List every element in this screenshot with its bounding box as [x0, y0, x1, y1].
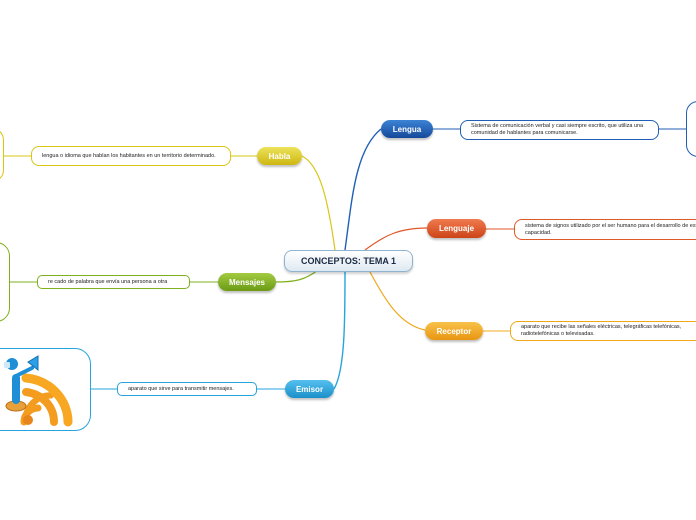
branch-node-emisor[interactable]: Emisor — [285, 380, 334, 398]
branch-node-lengua[interactable]: Lengua — [381, 120, 433, 138]
connector-lengua — [345, 129, 381, 250]
partial-node-left-mensajes — [0, 242, 10, 322]
branch-node-receptor[interactable]: Receptor — [425, 322, 483, 340]
branch-label-emisor: Emisor — [296, 385, 323, 394]
connector-receptor — [370, 272, 425, 330]
branch-label-lengua: Lengua — [393, 125, 421, 134]
connector-emisor — [334, 272, 345, 389]
branch-node-mensajes[interactable]: Mensajes — [218, 273, 276, 291]
desc-habla[interactable]: lengua o idioma que hablan los habitante… — [31, 146, 231, 166]
desc-emisor-text: aparato que sirve para transmitir mensaj… — [128, 386, 234, 393]
desc-mensajes[interactable]: re cado de palabra que envía una persona… — [37, 275, 190, 289]
connector-habla — [302, 156, 335, 250]
desc-mensajes-text: re cado de palabra que envía una persona… — [48, 279, 167, 286]
desc-lenguaje[interactable]: sistema de signos utilizado por el ser h… — [514, 219, 696, 240]
desc-habla-text: lengua o idioma que hablan los habitante… — [42, 153, 216, 160]
central-topic-label: CONCEPTOS: TEMA 1 — [301, 256, 396, 266]
desc-receptor-text: aparato que recibe las señales eléctrica… — [521, 324, 696, 338]
branch-node-lenguaje[interactable]: Lenguaje — [427, 219, 486, 238]
desc-receptor[interactable]: aparato que recibe las señales eléctrica… — [510, 321, 696, 341]
desc-emisor[interactable]: aparato que sirve para transmitir mensaj… — [117, 382, 257, 396]
partial-node-right-lengua — [686, 101, 696, 157]
desc-lengua-text: Sistema de comunicación verbal y casi si… — [471, 123, 650, 137]
desc-lenguaje-text: sistema de signos utilizado por el ser h… — [525, 223, 696, 237]
connector-lenguaje — [365, 228, 427, 250]
branch-label-lenguaje: Lenguaje — [439, 224, 474, 233]
branch-label-mensajes: Mensajes — [229, 278, 265, 287]
central-topic[interactable]: CONCEPTOS: TEMA 1 — [284, 250, 413, 272]
branch-label-habla: Habla — [269, 152, 291, 161]
branch-label-receptor: Receptor — [437, 327, 472, 336]
branch-node-habla[interactable]: Habla — [257, 147, 302, 165]
desc-lengua[interactable]: Sistema de comunicación verbal y casi si… — [460, 120, 659, 140]
emisor-image-frame — [0, 348, 91, 431]
broadcast-person-icon — [0, 348, 91, 431]
